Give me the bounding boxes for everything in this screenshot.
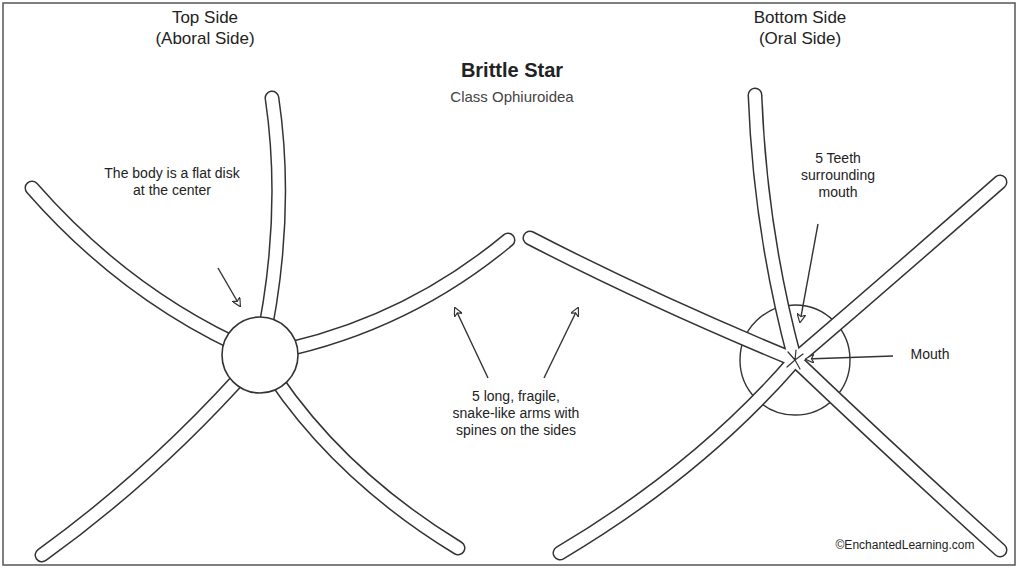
side-heading: Top Side	[172, 8, 238, 28]
leader-lines	[218, 224, 893, 378]
side-heading: (Oral Side)	[759, 29, 841, 49]
callout-text: Mouth	[911, 346, 950, 363]
diagram-title: Brittle Star	[461, 58, 563, 82]
callout-text: 5 Teeth surrounding mouth	[792, 150, 884, 200]
oral-star	[530, 95, 1000, 553]
side-heading: Bottom Side	[754, 8, 847, 28]
callout-text: 5 long, fragile, snake-like arms with sp…	[452, 388, 580, 438]
copyright-note: ©EnchantedLearning.com	[836, 538, 975, 552]
frame	[3, 3, 1015, 565]
aboral-star	[32, 98, 508, 555]
class-name: Class Ophiuroidea	[450, 88, 573, 106]
side-heading: (Aboral Side)	[155, 29, 254, 49]
callout-text: The body is a flat disk at the center	[102, 165, 242, 199]
